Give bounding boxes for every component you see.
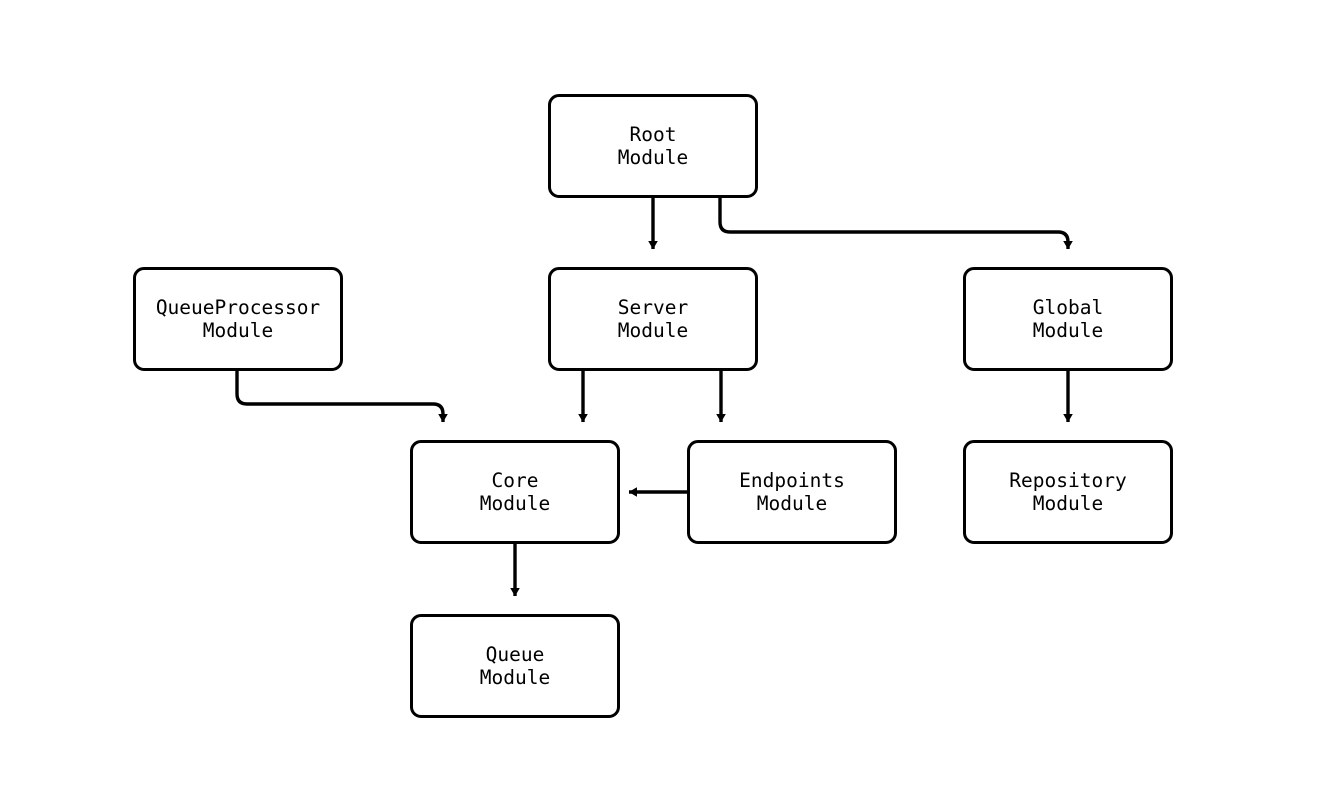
node-queue-module[interactable]: Queue Module <box>410 614 620 718</box>
node-root-module[interactable]: Root Module <box>548 94 758 198</box>
node-repository-module-line2: Module <box>1032 492 1104 515</box>
node-server-module[interactable]: Server Module <box>548 267 758 371</box>
node-core-module[interactable]: Core Module <box>410 440 620 544</box>
node-global-module[interactable]: Global Module <box>963 267 1173 371</box>
node-root-module-line2: Module <box>617 146 689 169</box>
node-core-module-line2: Module <box>479 492 551 515</box>
node-core-module-line1: Core <box>491 469 539 492</box>
node-queue-module-line2: Module <box>479 666 551 689</box>
edge-root-to-global <box>718 198 1073 250</box>
node-endpoints-module[interactable]: Endpoints Module <box>687 440 897 544</box>
node-repository-module-line1: Repository <box>1009 469 1127 492</box>
node-repository-module[interactable]: Repository Module <box>963 440 1173 544</box>
node-endpoints-module-line2: Module <box>756 492 828 515</box>
node-queueprocessor-module-line2: Module <box>202 319 274 342</box>
node-queueprocessor-module-line1: QueueProcessor <box>155 296 321 319</box>
node-endpoints-module-line1: Endpoints <box>739 469 845 492</box>
edge-queueprocessor-to-core <box>235 371 448 423</box>
node-global-module-line1: Global <box>1032 296 1104 319</box>
node-root-module-line1: Root <box>629 123 677 146</box>
node-server-module-line2: Module <box>617 319 689 342</box>
node-queue-module-line1: Queue <box>485 643 545 666</box>
node-queueprocessor-module[interactable]: QueueProcessor Module <box>133 267 343 371</box>
node-global-module-line2: Module <box>1032 319 1104 342</box>
node-server-module-line1: Server <box>617 296 689 319</box>
